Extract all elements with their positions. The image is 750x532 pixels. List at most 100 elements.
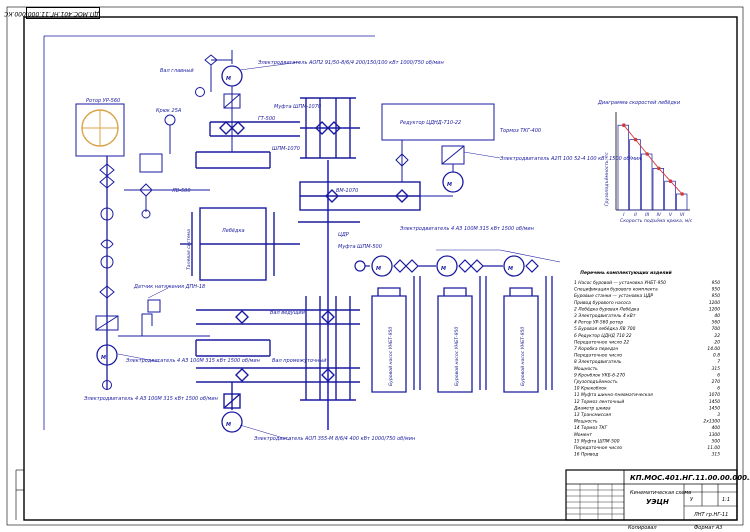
legend-row-text: Передаточное число: [574, 353, 622, 359]
legend-row-value: 950: [712, 280, 721, 286]
chart-tick-VI: VI: [680, 212, 685, 218]
legend-row-text: 2 Лебёдка буровая Лебёдка: [574, 306, 640, 312]
legend-row-value: 1450: [709, 399, 720, 405]
label-stand: Датчик натяжения ДПН-18: [133, 284, 205, 290]
chart-ylabel: Грузоподъёмность, тс: [604, 152, 610, 206]
label-pump3: Буровой насос УНБТ-950: [520, 327, 526, 386]
legend-row-text: Спецификация бурового комплекта: [574, 287, 658, 293]
legend-row-text: 5 Буровая лебёдка ЛВ 700: [574, 326, 636, 332]
label-pump2: Буровой насос УНБТ-950: [454, 327, 460, 386]
mid-transmission: [298, 181, 421, 223]
label-tag4: ЦДР: [338, 232, 349, 238]
svg-text:M: M: [376, 266, 381, 272]
legend-row-value: 6: [717, 386, 720, 392]
legend-row-value: 700: [712, 326, 721, 332]
top-motor: M: [195, 50, 243, 152]
bottom-left: Копировал: [628, 525, 657, 531]
legend-row-text: Грузоподъёмность: [574, 379, 618, 385]
pump-motors: M M M: [354, 249, 561, 277]
legend-row-value: 950: [712, 287, 721, 293]
legend-row-text: 9 Кронблок УКБ-6-270: [574, 372, 625, 378]
legend-row-text: 15 Муфта ШПМ-500: [574, 438, 620, 444]
chart-tick-III: III: [645, 212, 650, 218]
svg-text:M: M: [226, 422, 231, 428]
legend-row-text: 3 Электродвигатель 4 кВт: [574, 313, 636, 319]
legend-row-value: 500: [712, 438, 721, 444]
upper-shaft: [195, 121, 300, 169]
chart-bar-I: [617, 124, 630, 211]
sheet-scale: 1:1: [722, 497, 730, 503]
chart-bar-VI: [675, 193, 688, 211]
legend-row-value: 3: [717, 412, 720, 418]
label-rotor: Ротор УР-560: [86, 98, 120, 104]
label-tag3: ВМ-1070: [336, 188, 358, 194]
legend: Перечень комплектующих изделий 1 Насос б…: [573, 270, 720, 458]
legend-row-text: Момент: [574, 432, 592, 438]
legend-title: Перечень комплектующих изделий: [580, 270, 671, 276]
legend-row-text: 4 Ротор УР-560 ротор: [574, 320, 623, 326]
legend-row-text: 11 Муфта шинно-пневматическая: [574, 392, 653, 398]
legend-row-text: 12 Тормоз ленточный: [574, 399, 624, 405]
label-shaft-v: Вал ведущий: [270, 310, 306, 316]
legend-row-text: Привод бурового насоса: [574, 300, 631, 306]
chart-envelope-line: [623, 124, 683, 195]
legend-row-text: Мощность: [574, 419, 598, 425]
label-drawworks: Лебёдка: [221, 228, 245, 234]
label-clutch: Муфта ШПМ-1070: [274, 104, 321, 110]
svg-text:M: M: [508, 266, 513, 272]
title-line2: УЭЦН: [646, 498, 669, 506]
legend-row-value: 315: [712, 452, 721, 458]
chart-tick-IV: IV: [657, 212, 662, 218]
label-tall-stand: Талевая система: [186, 229, 192, 270]
label-winch: ЛВ-500: [171, 188, 191, 194]
label-motor-top: Электродвигатель АОП2 91/50-8/6/4 200/15…: [257, 60, 445, 66]
scheme-labels: Электродвигатель АОП2 91/50-8/6/4 200/15…: [83, 60, 642, 442]
drawworks-drum: [180, 207, 300, 281]
label-pump-motor: Электродвигатель А2П 100 52-4 100 кВт 15…: [499, 156, 642, 162]
label-tag1: ГТ-500: [258, 116, 275, 122]
chart-bar-IV: [652, 168, 665, 211]
chart-title: Диаграмма скоростей лебёдки: [597, 100, 681, 106]
label-shaft-p: Вал промежуточный: [272, 358, 327, 364]
top-stamp: ДП.МОС.401.НГ.11.000.000.КС: [4, 7, 100, 19]
legend-row-text: 1 Насос буровой — установка УНБТ-950: [574, 280, 666, 286]
reducer-block: M: [381, 103, 495, 197]
legend-row-value: 2x1300: [703, 419, 720, 425]
legend-row-text: 6 Редуктор ЦДНД 710 22: [574, 333, 632, 339]
legend-row-value: 950: [712, 293, 721, 299]
central-shafts: [300, 97, 360, 430]
legend-row-text: 14 Тормоз ТКГ: [574, 425, 608, 431]
label-motor-mid: Электродвигатель 4 АЗ 100М 315 кВт 1500 …: [83, 396, 219, 402]
rotor-column: M: [75, 103, 210, 390]
svg-text:M: M: [226, 76, 231, 82]
label-pumps-motor: Электродвигатель 4 АЗ 100М 315 кВт 1500 …: [399, 226, 535, 232]
legend-row-value: 14.00: [707, 346, 720, 352]
legend-row-value: 40: [714, 313, 720, 319]
legend-row-value: 20: [714, 339, 720, 345]
bottom-right: Формат А3: [694, 525, 722, 531]
legend-row-text: 16 Привод: [574, 452, 598, 458]
title-block: [565, 469, 738, 521]
lower-shaft: M: [195, 296, 360, 433]
legend-row-value: 6: [717, 372, 720, 378]
chart-tick-II: II: [634, 212, 637, 218]
chart-tick-I: I: [623, 212, 625, 218]
svg-text:M: M: [441, 266, 446, 272]
legend-row-text: Передаточное число: [574, 445, 622, 451]
chart-tick-V: V: [669, 212, 673, 218]
chart-bar-V: [664, 180, 676, 211]
legend-row-value: 315: [712, 366, 721, 372]
legend-row-text: 10 Крюкоблок: [574, 386, 607, 392]
legend-row-value: 1200: [709, 306, 720, 312]
legend-row-value: 270: [712, 379, 721, 385]
legend-row-value: 1300: [709, 432, 720, 438]
label-hook: Крюк 25А: [156, 108, 182, 114]
outer-frame: [6, 6, 744, 526]
sheet-letter: У: [690, 497, 694, 503]
legend-row-text: Передаточное число 22: [574, 339, 629, 345]
scheme: M: [43, 35, 561, 441]
label-shaft-g: Вал главный: [160, 68, 194, 74]
legend-row-text: 8 Электродвигатель: [574, 359, 622, 365]
chart-bar-II: [629, 139, 641, 211]
